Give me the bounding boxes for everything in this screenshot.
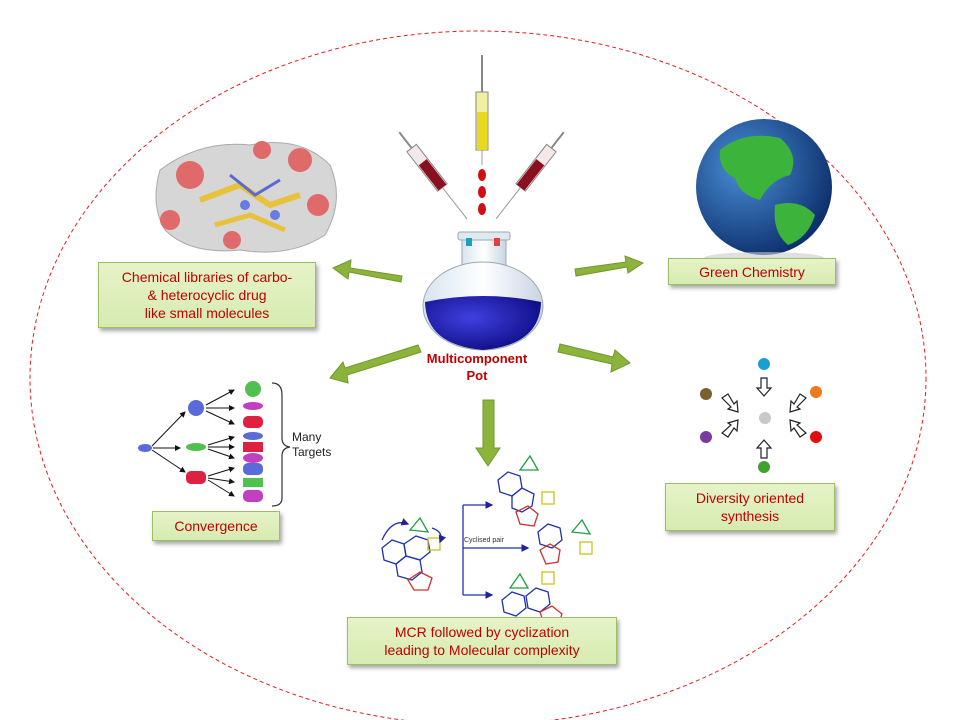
flask-icon <box>422 231 544 351</box>
boundary-ellipse <box>29 30 927 720</box>
diversity-oriented-synthesis-box: Diversity oriented synthesis <box>665 483 835 531</box>
arrow-right-down <box>557 343 631 373</box>
arrow-left-up <box>332 259 403 283</box>
protein-surface-image <box>155 141 337 253</box>
convergence-box: Convergence <box>152 511 280 541</box>
mcr-diagram <box>381 454 593 627</box>
arrows <box>329 255 645 467</box>
multicomponent-pot-label: Multicomponent Pot <box>426 351 528 383</box>
cyclised-pair-label: Cyclised pair <box>464 537 505 544</box>
many-targets-label: Many Targets <box>292 430 332 459</box>
dos-diagram <box>700 358 822 473</box>
mcr-cyclization-box: MCR followed by cyclization leading to M… <box>347 617 617 665</box>
green-chemistry-box: Green Chemistry <box>668 258 836 285</box>
arrow-down <box>475 399 501 467</box>
chemical-libraries-box: Chemical libraries of carbo- & heterocyc… <box>98 262 316 328</box>
earth-globe-icon <box>696 119 832 264</box>
arrow-left-down <box>329 344 422 384</box>
syringe-icon <box>398 55 565 220</box>
convergence-diagram <box>138 381 291 507</box>
arrow-right-up <box>574 255 645 277</box>
